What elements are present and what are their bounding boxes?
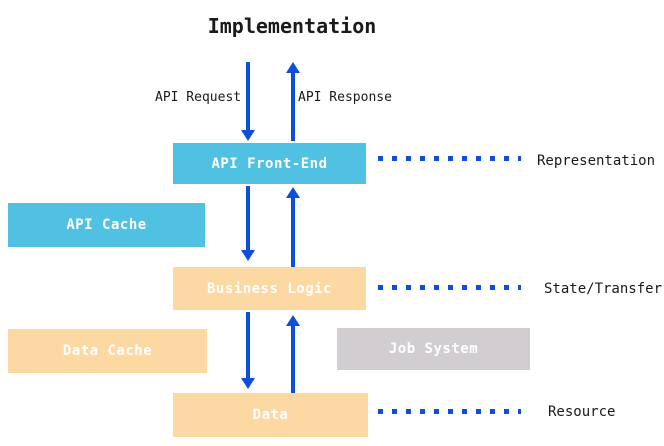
diagram-title: Implementation bbox=[207, 14, 377, 38]
business-logic-label: Business Logic bbox=[206, 280, 332, 297]
data-box: Data bbox=[173, 393, 368, 437]
resource-annotation: Resource bbox=[548, 404, 616, 420]
state-transfer-annotation: State/Transfer bbox=[544, 281, 663, 297]
business-logic-box: Business Logic bbox=[173, 267, 366, 310]
api-request-label: API Request bbox=[155, 90, 242, 105]
api-response-label: API Response bbox=[298, 90, 392, 105]
data-cache-box: Data Cache bbox=[8, 329, 207, 373]
job-system-label: Job System bbox=[388, 341, 479, 357]
api-cache-box: API Cache bbox=[8, 203, 205, 247]
data-label: Data bbox=[252, 407, 289, 423]
resource-dashed-connector bbox=[378, 409, 521, 414]
api-cache-label: API Cache bbox=[66, 217, 147, 233]
data-cache-label: Data Cache bbox=[62, 343, 153, 359]
representation-dashed-connector bbox=[378, 156, 521, 161]
state-transfer-dashed-connector bbox=[378, 285, 521, 290]
representation-annotation: Representation bbox=[537, 153, 656, 169]
job-system-box: Job System bbox=[337, 328, 530, 370]
api-front-end-label: API Front-End bbox=[211, 155, 328, 172]
api-front-end-box: API Front-End bbox=[173, 143, 366, 184]
